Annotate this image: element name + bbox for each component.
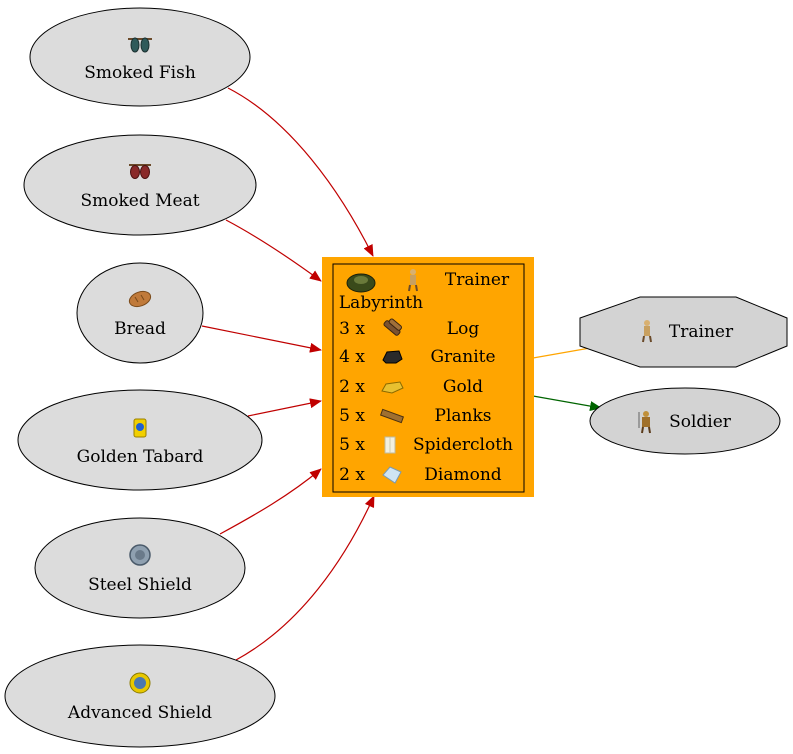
output-label: Trainer	[669, 322, 734, 342]
spidercloth-icon	[384, 436, 396, 454]
input-node-bread[interactable]: Bread	[76, 262, 204, 364]
input-label: Smoked Meat	[80, 191, 199, 211]
trainer-icon	[642, 320, 652, 343]
cost-qty: 2 x	[339, 465, 365, 485]
cost-name: Granite	[430, 347, 495, 367]
input-label: Bread	[114, 319, 166, 339]
building-name: Labyrinth	[339, 293, 423, 313]
cost-qty: 3 x	[339, 319, 365, 339]
cost-qty: 5 x	[339, 406, 365, 426]
output-node-trainer[interactable]: Trainer	[579, 296, 788, 368]
granite-icon	[382, 350, 403, 364]
cost-row: 2 x Gold	[339, 377, 483, 397]
cost-name: Spidercloth	[413, 435, 513, 455]
edge-soldier-output	[532, 395, 602, 412]
edge-golden-tabard	[247, 398, 322, 417]
cost-row: 4 x Granite	[339, 347, 495, 367]
input-node-golden-tabard[interactable]: Golden Tabard	[17, 389, 263, 491]
building-node[interactable]: Trainer Labyrinth 3 x Log 4 x Granite 2 …	[322, 257, 534, 497]
smoked-meat-icon	[129, 164, 151, 179]
input-label: Golden Tabard	[77, 447, 204, 467]
building-worker: Trainer	[445, 270, 510, 290]
soldier-icon	[638, 411, 651, 434]
cost-qty: 4 x	[339, 347, 365, 367]
edges	[201, 87, 602, 661]
cost-qty: 2 x	[339, 377, 365, 397]
input-node-smoked-meat[interactable]: Smoked Meat	[23, 134, 257, 236]
input-node-steel-shield[interactable]: Steel Shield	[34, 517, 246, 619]
advanced-shield-icon	[129, 672, 151, 694]
labyrinth-icon	[346, 273, 376, 293]
planks-icon	[379, 408, 405, 424]
bread-icon	[128, 290, 152, 308]
gold-icon	[381, 381, 404, 394]
edge-smoked-meat	[225, 219, 322, 282]
input-label: Advanced Shield	[67, 703, 212, 723]
output-node-soldier[interactable]: Soldier	[589, 387, 781, 455]
input-label: Smoked Fish	[84, 63, 196, 83]
cost-name: Log	[447, 319, 480, 339]
diamond-icon	[382, 466, 402, 484]
cost-row: 5 x Planks	[339, 406, 491, 426]
cost-row: 5 x Spidercloth	[339, 435, 513, 455]
log-icon	[383, 318, 402, 336]
cost-name: Planks	[435, 406, 492, 426]
input-node-advanced-shield[interactable]: Advanced Shield	[4, 644, 276, 748]
cost-row: 2 x Diamond	[339, 465, 502, 485]
trainer-worker-icon	[408, 269, 418, 292]
output-label: Soldier	[669, 412, 732, 432]
cost-name: Gold	[443, 377, 483, 397]
smoked-fish-icon	[128, 37, 152, 53]
input-node-smoked-fish[interactable]: Smoked Fish	[29, 7, 251, 107]
edge-steel-shield	[219, 468, 322, 535]
cost-qty: 5 x	[339, 435, 365, 455]
cost-name: Diamond	[424, 465, 502, 485]
golden-tabard-icon	[133, 418, 147, 438]
edge-advanced-shield	[235, 495, 375, 661]
edge-bread	[201, 325, 322, 353]
edge-smoked-fish	[227, 87, 374, 257]
edge-trainer-worker	[532, 347, 591, 359]
input-label: Steel Shield	[88, 575, 192, 595]
cost-row: 3 x Log	[339, 318, 479, 339]
steel-shield-icon	[129, 544, 151, 566]
